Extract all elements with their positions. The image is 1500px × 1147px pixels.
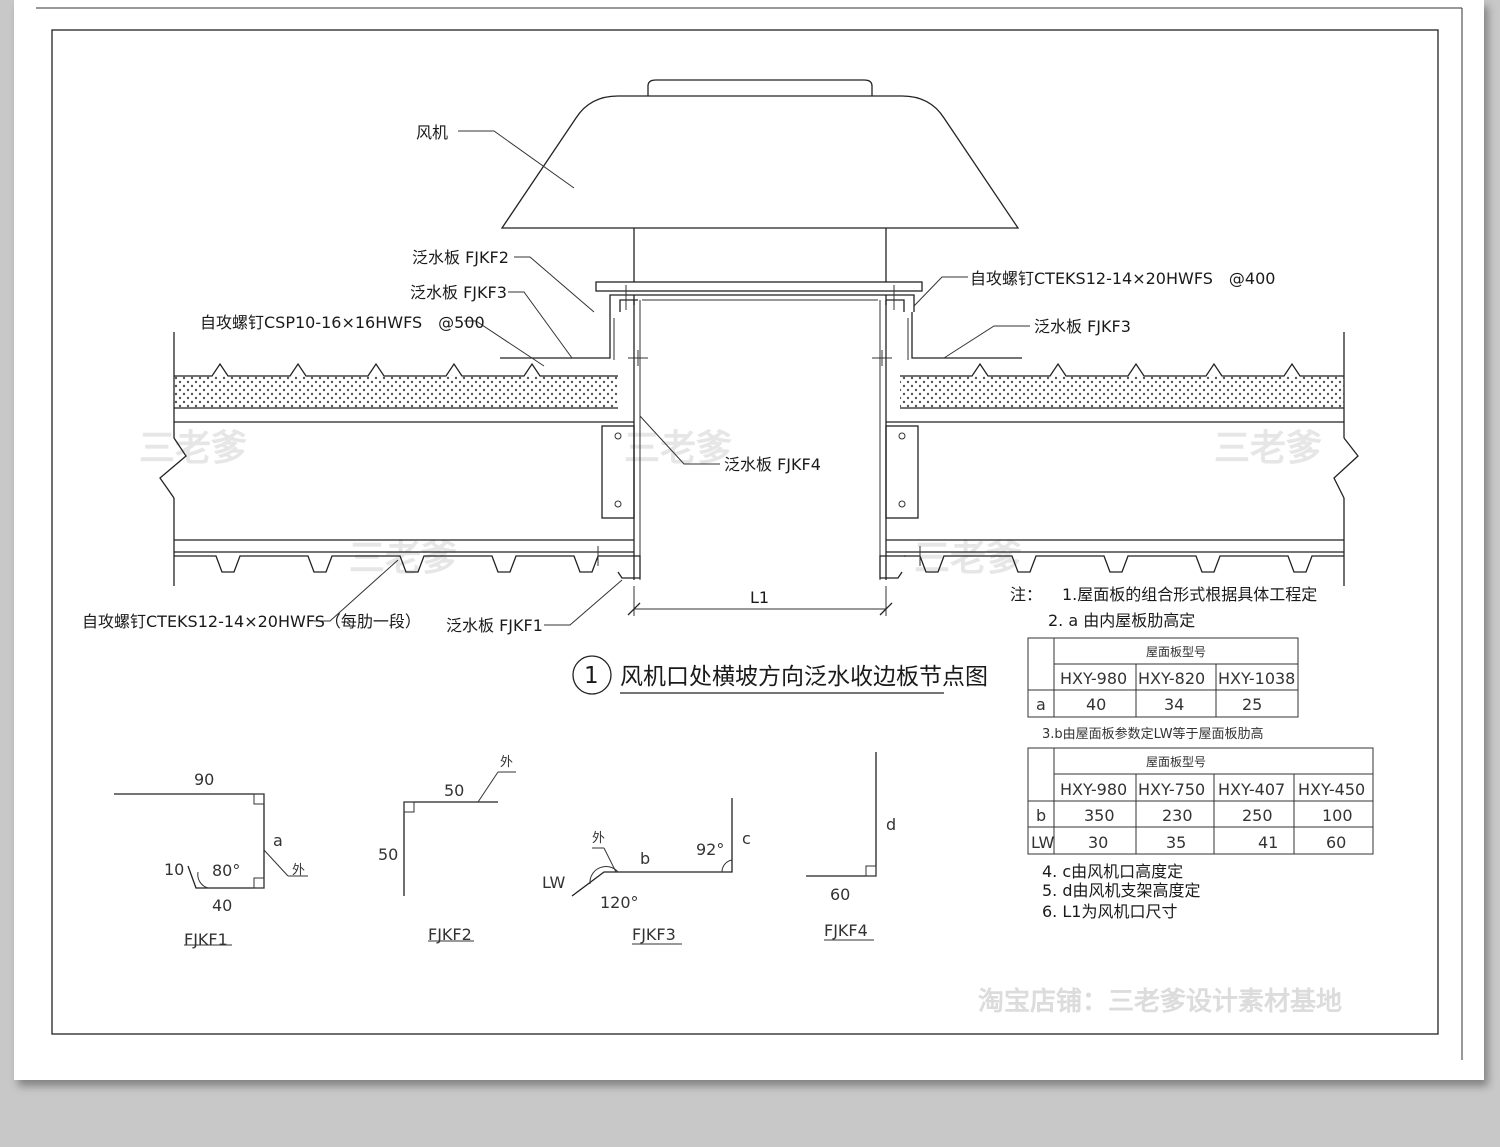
table2-model: HXY-980 — [1060, 780, 1127, 799]
note-6: 6. L1为风机口尺寸 — [1042, 902, 1177, 921]
fan-base-flashing — [595, 281, 923, 312]
note-1: 1.屋面板的组合形式根据具体工程定 — [1062, 585, 1317, 604]
table1-model: HXY-1038 — [1218, 669, 1295, 688]
shop-watermark: 淘宝店铺：三老爹设计素材基地 — [978, 986, 1342, 1017]
profile-fjkf4 — [806, 752, 877, 941]
fjkf3-name: FJKF3 — [632, 925, 676, 944]
screw-cteks-bottom-label: 自攻螺钉CTEKS12-14×20HWFS（每肋一段） — [82, 612, 421, 631]
table1-cell: 40 — [1086, 695, 1106, 714]
fjkf2-name: FJKF2 — [428, 925, 472, 944]
table2-cell: 41 — [1258, 833, 1278, 852]
table2-model: HXY-407 — [1218, 780, 1285, 799]
table2-row-label: LW — [1031, 833, 1054, 852]
watermark-lower-left: 三老爹 — [349, 538, 457, 579]
title-number: 1 — [584, 663, 599, 689]
fjkf4-dim-d: d — [886, 815, 896, 834]
cad-drawing: 三老爹 三老爹 三老爹 三老爹 三老爹 — [36, 7, 1463, 1060]
table2-cell: 60 — [1326, 833, 1346, 852]
note-4: 4. c由风机口高度定 — [1042, 862, 1183, 881]
table1-model: HXY-980 — [1060, 669, 1127, 688]
drawing-title: 1 风机口处横坡方向泛水收边板节点图 — [572, 655, 988, 695]
table2-header: 屋面板型号 — [1146, 755, 1206, 769]
note-5: 5. d由风机支架高度定 — [1042, 881, 1201, 900]
table2-model: HXY-750 — [1138, 780, 1205, 799]
fan-hood — [500, 79, 1020, 282]
notes-prefix: 注： — [1010, 585, 1042, 604]
fjkf3-dim-lw: LW — [542, 873, 565, 892]
watermark-right: 三老爹 — [1214, 428, 1322, 469]
table2-cell: 230 — [1162, 806, 1193, 825]
table2-row-label: b — [1036, 806, 1046, 825]
fjkf1-dim-side: a — [273, 831, 283, 850]
fjkf1-dim-top: 90 — [194, 770, 214, 789]
leader-lines — [314, 130, 1030, 626]
table1-cell: 25 — [1242, 695, 1262, 714]
watermark-left: 三老爹 — [139, 428, 247, 469]
table1-row-label: a — [1036, 695, 1046, 714]
fjkf3-angle-left: 120° — [600, 893, 639, 912]
fjkf1-dim-bottom: 40 — [212, 896, 232, 915]
fjkf1-name: FJKF1 — [184, 930, 228, 949]
screw-cteks-top-label: 自攻螺钉CTEKS12-14×20HWFS @400 — [970, 269, 1275, 288]
table2-model: HXY-450 — [1298, 780, 1365, 799]
fjkf3-dim-b: b — [640, 849, 650, 868]
table2-cell: 30 — [1088, 833, 1108, 852]
fjkf2-outside: 外 — [500, 755, 513, 770]
fjkf1-outside: 外 — [292, 863, 305, 878]
fjkf4-label: 泛水板 FJKF4 — [724, 455, 821, 474]
watermark-center: 三老爹 — [624, 428, 732, 469]
drawing-frame — [51, 29, 1439, 1035]
fan-label: 风机 — [416, 123, 448, 142]
note-2: 2. a 由内屋板肋高定 — [1048, 611, 1195, 630]
fjkf4-dim-bottom: 60 — [830, 885, 850, 904]
table2-cell: 35 — [1166, 833, 1186, 852]
profile-fjkf1 — [114, 793, 308, 946]
fjkf1-angle: 80° — [212, 861, 240, 880]
fjkf2-label-left: 泛水板 FJKF2 — [412, 248, 509, 267]
table2-cell: 250 — [1242, 806, 1273, 825]
table1-cell: 34 — [1164, 695, 1184, 714]
fjkf4-brackets — [601, 425, 919, 519]
fjkf3-dim-c: c — [742, 829, 751, 848]
fjkf3-outside: 外 — [592, 831, 605, 846]
drawing-sheet: 三老爹 三老爹 三老爹 三老爹 三老爹 — [14, 0, 1484, 1080]
table1-model: HXY-820 — [1138, 669, 1205, 688]
profile-fjkf3 — [571, 798, 733, 945]
table-1: 屋面板型号 HXY-980 HXY-820 HXY-1038 a 40 34 2… — [1027, 637, 1299, 718]
fjkf1-bottom-flashings — [597, 546, 921, 579]
fjkf2-dim-top: 50 — [444, 781, 464, 800]
screw-csp-label: 自攻螺钉CSP10-16×16HWFS @500 — [200, 313, 485, 332]
roof-panel-right — [886, 332, 1359, 586]
fjkf3-label-right: 泛水板 FJKF3 — [1034, 317, 1131, 336]
fjkf1-dim-lip: 10 — [164, 860, 184, 879]
roof-panel-left — [159, 332, 634, 586]
title-text: 风机口处横坡方向泛水收边板节点图 — [620, 664, 988, 690]
l1-dimension — [627, 586, 893, 616]
table2-cell: 350 — [1084, 806, 1115, 825]
l1-label: L1 — [750, 588, 769, 607]
table1-header: 屋面板型号 — [1146, 645, 1206, 659]
fjkf3-angle-right: 92° — [696, 840, 724, 859]
fjkf1-label: 泛水板 FJKF1 — [446, 616, 543, 635]
table2-cell: 100 — [1322, 806, 1353, 825]
watermark-lower-right: 三老爹 — [914, 538, 1022, 579]
fjkf2-dim-side: 50 — [378, 845, 398, 864]
fjkf3-label-left: 泛水板 FJKF3 — [410, 283, 507, 302]
fjkf4-name: FJKF4 — [824, 921, 868, 940]
profile-fjkf2 — [403, 771, 516, 942]
table-2: 屋面板型号 HXY-980 HXY-750 HXY-407 HXY-450 b … — [1027, 747, 1374, 855]
fjkf3-upstands — [500, 312, 1022, 360]
note-3: 3.b由屋面板参数定LW等于屋面板肋高 — [1042, 726, 1264, 742]
